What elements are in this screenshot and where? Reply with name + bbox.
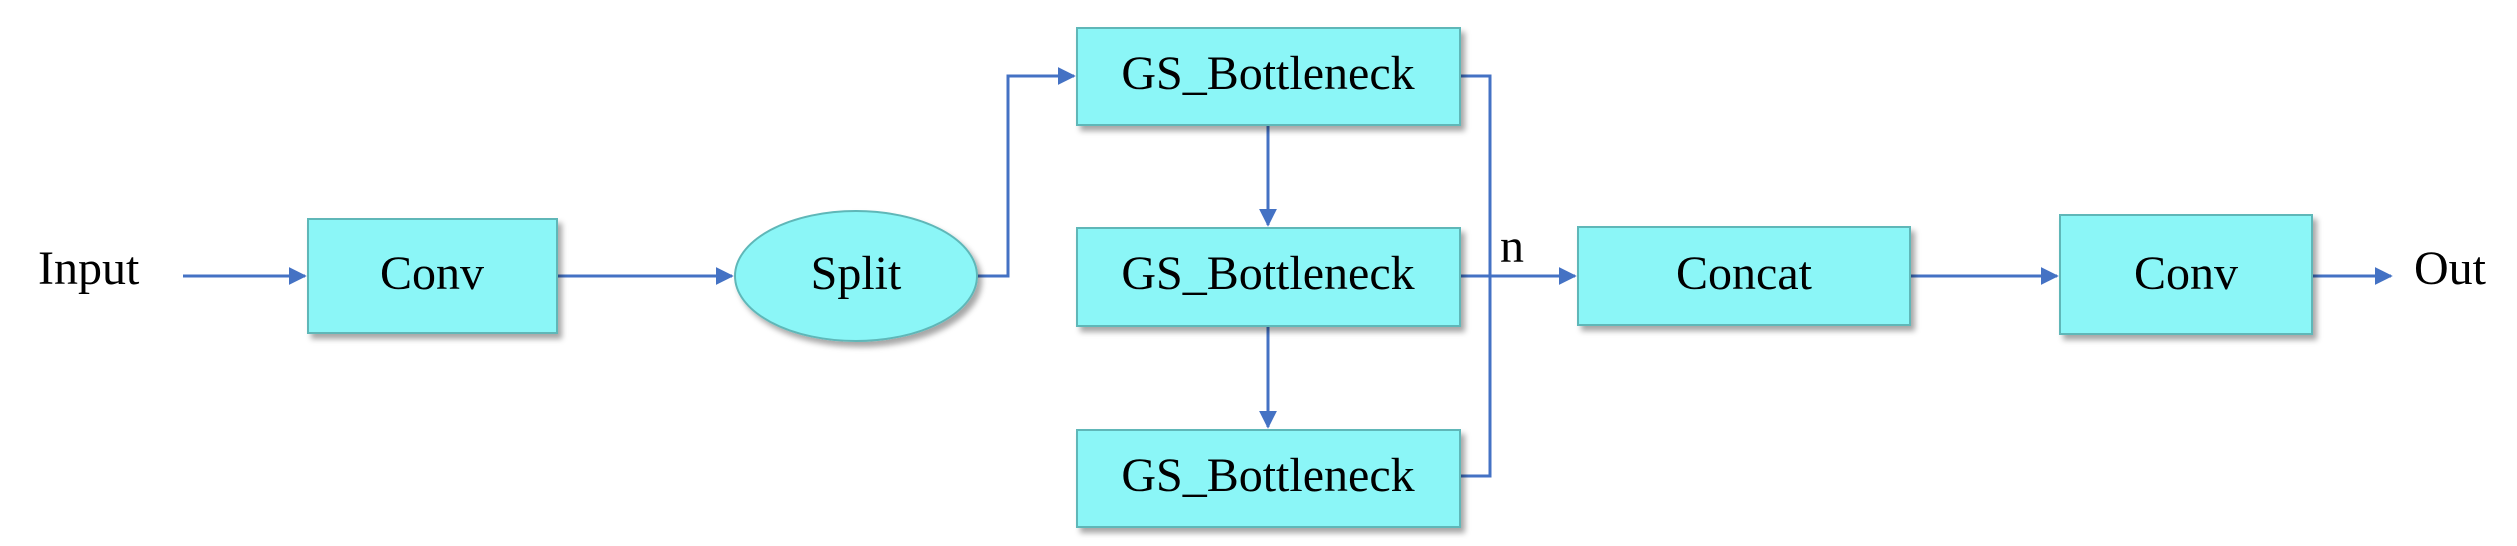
split-ellipse xyxy=(734,210,978,342)
concat-label: Concat xyxy=(1676,247,1813,300)
gs2-box xyxy=(1076,227,1461,327)
n-label: n xyxy=(1500,220,1524,273)
gs2-label: GS_Bottleneck xyxy=(1121,247,1414,300)
conv2-label: Conv xyxy=(2134,247,2238,300)
gs3-box xyxy=(1076,429,1461,528)
edge-split-gs1 xyxy=(977,67,1076,278)
node-conv1: Conv xyxy=(307,218,558,334)
gs3-label: GS_Bottleneck xyxy=(1121,449,1414,502)
edges xyxy=(183,67,2393,478)
conv1-label: Conv xyxy=(380,247,484,300)
output-label: Out xyxy=(2414,242,2487,295)
gs1-box xyxy=(1076,27,1461,126)
node-split: Split xyxy=(734,210,978,342)
concat-box xyxy=(1577,226,1911,326)
node-gs1: GS_Bottleneck xyxy=(1076,27,1461,126)
input-label: Input xyxy=(38,242,140,295)
conv1-box xyxy=(307,218,558,334)
node-concat: Concat xyxy=(1577,226,1911,326)
gs1-label: GS_Bottleneck xyxy=(1121,47,1414,100)
node-gs2: GS_Bottleneck xyxy=(1076,227,1461,327)
split-label: Split xyxy=(811,247,902,300)
node-gs3: GS_Bottleneck xyxy=(1076,429,1461,528)
node-conv2: Conv xyxy=(2059,214,2313,335)
conv2-box xyxy=(2059,214,2313,335)
